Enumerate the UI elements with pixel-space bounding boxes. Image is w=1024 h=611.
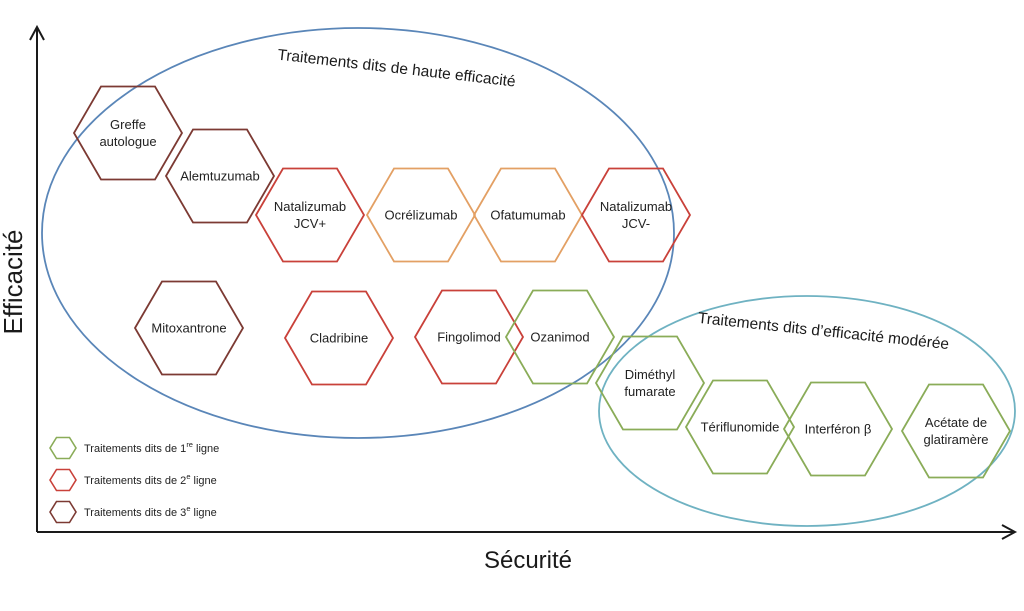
x-axis-arrowhead — [1001, 524, 1018, 540]
label-dimethyl-fumarate: fumarate — [624, 384, 675, 399]
hexagon-greffe — [72, 85, 184, 181]
label-natalizumab-jcv-plus: Natalizumab — [274, 199, 346, 214]
label-natalizumab-jcv-minus: JCV- — [622, 216, 650, 231]
legend-hexagon-line3 — [49, 500, 77, 524]
hexagon-natalizumab-jcv-minus — [580, 167, 692, 263]
label-ozanimod: Ozanimod — [530, 330, 589, 345]
label-natalizumab-jcv-plus: JCV+ — [294, 216, 326, 231]
legend-hexagon-line1 — [49, 436, 77, 460]
label-mitoxantrone: Mitoxantrone — [151, 321, 226, 336]
legend: Traitements dits de 1re ligneTraitements… — [49, 436, 219, 524]
label-natalizumab-jcv-minus: Natalizumab — [600, 199, 672, 214]
treatment-greffe: Greffe autologue — [72, 85, 184, 181]
label-ocrelizumab: Ocrélizumab — [385, 208, 458, 223]
legend-hexagon-line2 — [49, 468, 77, 492]
label-cladribine: Cladribine — [310, 331, 369, 346]
hexagon-alemtuzumab — [164, 128, 276, 224]
treatment-fingolimod: Fingolimod — [413, 289, 525, 385]
treatment-interferon: Interféron β — [782, 381, 894, 477]
label-glatiramer: glatiramère — [923, 432, 988, 447]
hexagon-dimethyl-fumarate — [594, 335, 706, 431]
legend-label-line2: Traitements dits de 2e ligne — [84, 472, 217, 487]
hexagon-fingolimod — [413, 289, 525, 385]
hexagon-glatiramer — [900, 383, 1012, 479]
hexagon-ozanimod — [504, 289, 616, 385]
treatment-alemtuzumab: Alemtuzumab — [164, 128, 276, 224]
y-axis-title: Efficacité — [0, 229, 28, 334]
hexagon-natalizumab-jcv-plus — [254, 167, 366, 263]
label-glatiramer: Acétate de — [925, 415, 987, 430]
legend-label-line3: Traitements dits de 3e ligne — [84, 504, 217, 519]
treatment-glatiramer: Acétate de glatiramère — [900, 383, 1012, 479]
label-greffe: autologue — [99, 134, 156, 149]
hexagon-cladribine — [283, 290, 395, 386]
treatment-dimethyl-fumarate: Diméthyl fumarate — [594, 335, 706, 431]
treatment-ozanimod: Ozanimod — [504, 289, 616, 385]
moderate-efficacy-ellipse — [598, 295, 1016, 527]
treatment-ocrelizumab: Ocrélizumab — [365, 167, 477, 263]
hexagon-interferon — [782, 381, 894, 477]
hexagon-teriflunomide — [684, 379, 796, 475]
label-greffe: Greffe — [110, 117, 146, 132]
label-dimethyl-fumarate: Diméthyl — [625, 367, 676, 382]
y-axis-arrowhead — [29, 24, 45, 41]
label-ofatumumab: Ofatumumab — [490, 208, 565, 223]
treatment-ofatumumab: Ofatumumab — [472, 167, 584, 263]
treatment-mitoxantrone: Mitoxantrone — [133, 280, 245, 376]
treatment-cladribine: Cladribine — [283, 290, 395, 386]
x-axis-title: Sécurité — [484, 547, 572, 574]
high-efficacy-title: Traitements dits de haute efficacité — [277, 47, 517, 91]
high-efficacy-ellipse — [41, 27, 675, 439]
label-alemtuzumab: Alemtuzumab — [180, 169, 259, 184]
label-interferon: Interféron β — [805, 422, 872, 437]
moderate-efficacy-title: Traitements dits d’efficacité modérée — [697, 310, 950, 353]
treatment-teriflunomide: Tériflunomide — [684, 379, 796, 475]
label-teriflunomide: Tériflunomide — [701, 420, 780, 435]
label-fingolimod: Fingolimod — [437, 330, 501, 345]
hexagon-mitoxantrone — [133, 280, 245, 376]
legend-label-line1: Traitements dits de 1re ligne — [84, 440, 219, 455]
treatment-hexagons: GreffeautologueAlemtuzumabNatalizumabJCV… — [72, 85, 1012, 479]
